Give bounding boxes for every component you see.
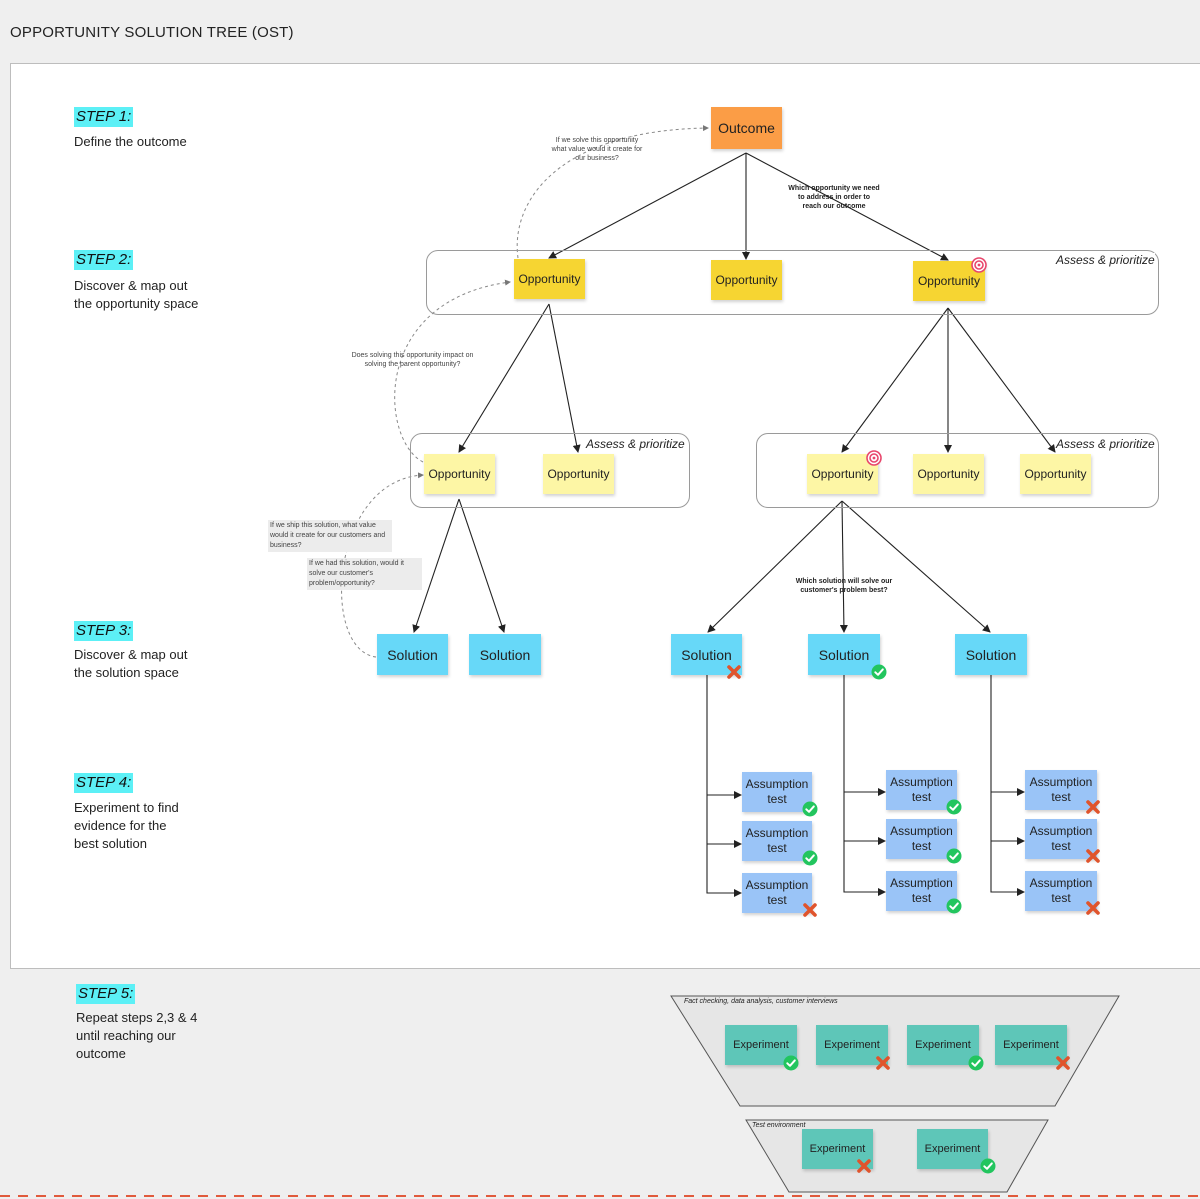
step-2-description: Discover & map out the opportunity space <box>74 278 199 311</box>
opportunity-node-left[interactable]: Opportunity <box>514 259 585 299</box>
assumption-test-node[interactable]: Assumption test <box>1025 819 1097 859</box>
target-icon <box>971 257 987 273</box>
assumption-test-node[interactable]: Assumption test <box>886 871 957 911</box>
note-which-opportunity: Which opportunity we need to address in … <box>788 185 880 210</box>
cross-icon <box>802 902 818 918</box>
cross-icon <box>856 1158 872 1174</box>
step-3-label: STEP 3: <box>74 621 134 641</box>
cross-icon <box>1055 1055 1071 1071</box>
check-icon <box>802 801 818 817</box>
check-icon <box>946 848 962 864</box>
solution-node[interactable]: Solution <box>377 634 448 675</box>
step-5-description: Repeat steps 2,3 & 4 until reaching our … <box>76 1010 198 1061</box>
assumption-test-node[interactable]: Assumption test <box>742 772 812 812</box>
note-ship-value: If we ship this solution, what value wou… <box>268 520 392 552</box>
funnel-caption-test-environment: Test environment <box>752 1122 806 1129</box>
funnel-caption-fact-checking: Fact checking, data analysis, customer i… <box>684 998 838 1005</box>
check-icon <box>980 1158 996 1174</box>
check-icon <box>802 850 818 866</box>
whiteboard-canvas[interactable] <box>10 63 1200 969</box>
assess-prioritize-label: Assess & prioritize <box>1056 253 1155 267</box>
assumption-test-node[interactable]: Assumption test <box>886 819 957 859</box>
assumption-test-node[interactable]: Assumption test <box>742 821 812 861</box>
check-icon <box>946 898 962 914</box>
experiment-node[interactable]: Experiment <box>907 1025 979 1065</box>
opportunity-group-right <box>756 433 1159 508</box>
cross-icon <box>1085 848 1101 864</box>
opportunity-group-left <box>410 433 690 508</box>
cross-icon <box>1085 799 1101 815</box>
assumption-test-node[interactable]: Assumption test <box>886 770 957 810</box>
step-3-description: Discover & map out the solution space <box>74 647 188 680</box>
opportunity-group-top <box>426 250 1159 315</box>
opportunity-node-sub[interactable]: Opportunity <box>1020 454 1091 494</box>
assumption-test-node[interactable]: Assumption test <box>1025 770 1097 810</box>
opportunity-node-sub[interactable]: Opportunity <box>543 454 614 494</box>
experiment-node[interactable]: Experiment <box>816 1025 888 1065</box>
solution-node[interactable]: Solution <box>808 634 880 675</box>
assess-prioritize-label: Assess & prioritize <box>586 437 685 451</box>
cross-icon <box>726 664 742 680</box>
step-1-description: Define the outcome <box>74 134 187 149</box>
opportunity-node-sub[interactable]: Opportunity <box>807 454 878 494</box>
experiment-node[interactable]: Experiment <box>917 1129 988 1169</box>
opportunity-node-sub[interactable]: Opportunity <box>913 454 984 494</box>
note-value-question: If we solve this opportunity what value … <box>551 137 643 162</box>
experiment-node[interactable]: Experiment <box>995 1025 1067 1065</box>
page-title: OPPORTUNITY SOLUTION TREE (OST) <box>10 24 294 41</box>
opportunity-node-center[interactable]: Opportunity <box>711 260 782 300</box>
assumption-test-node[interactable]: Assumption test <box>1025 871 1097 911</box>
cross-icon <box>1085 900 1101 916</box>
check-icon <box>871 664 887 680</box>
check-icon <box>783 1055 799 1071</box>
note-had-solution: If we had this solution, would it solve … <box>307 558 422 590</box>
solution-node[interactable]: Solution <box>671 634 742 675</box>
note-which-solution: Which solution will solve our customer's… <box>795 578 893 594</box>
step-5-label: STEP 5: <box>76 984 136 1004</box>
target-icon <box>866 450 882 466</box>
note-parent-impact: Does solving this opportunity impact on … <box>351 352 474 368</box>
step-1-label: STEP 1: <box>74 107 134 127</box>
check-icon <box>968 1055 984 1071</box>
cross-icon <box>875 1055 891 1071</box>
experiment-node[interactable]: Experiment <box>725 1025 797 1065</box>
solution-node[interactable]: Solution <box>469 634 541 675</box>
step-4-description: Experiment to find evidence for the best… <box>74 800 179 851</box>
assumption-test-node[interactable]: Assumption test <box>742 873 812 913</box>
step-4-label: STEP 4: <box>74 773 134 793</box>
assess-prioritize-label: Assess & prioritize <box>1056 437 1155 451</box>
solution-node[interactable]: Solution <box>955 634 1027 675</box>
check-icon <box>946 799 962 815</box>
step-2-label: STEP 2: <box>74 250 134 270</box>
outcome-node[interactable]: Outcome <box>711 107 782 149</box>
opportunity-node-sub[interactable]: Opportunity <box>424 454 495 494</box>
